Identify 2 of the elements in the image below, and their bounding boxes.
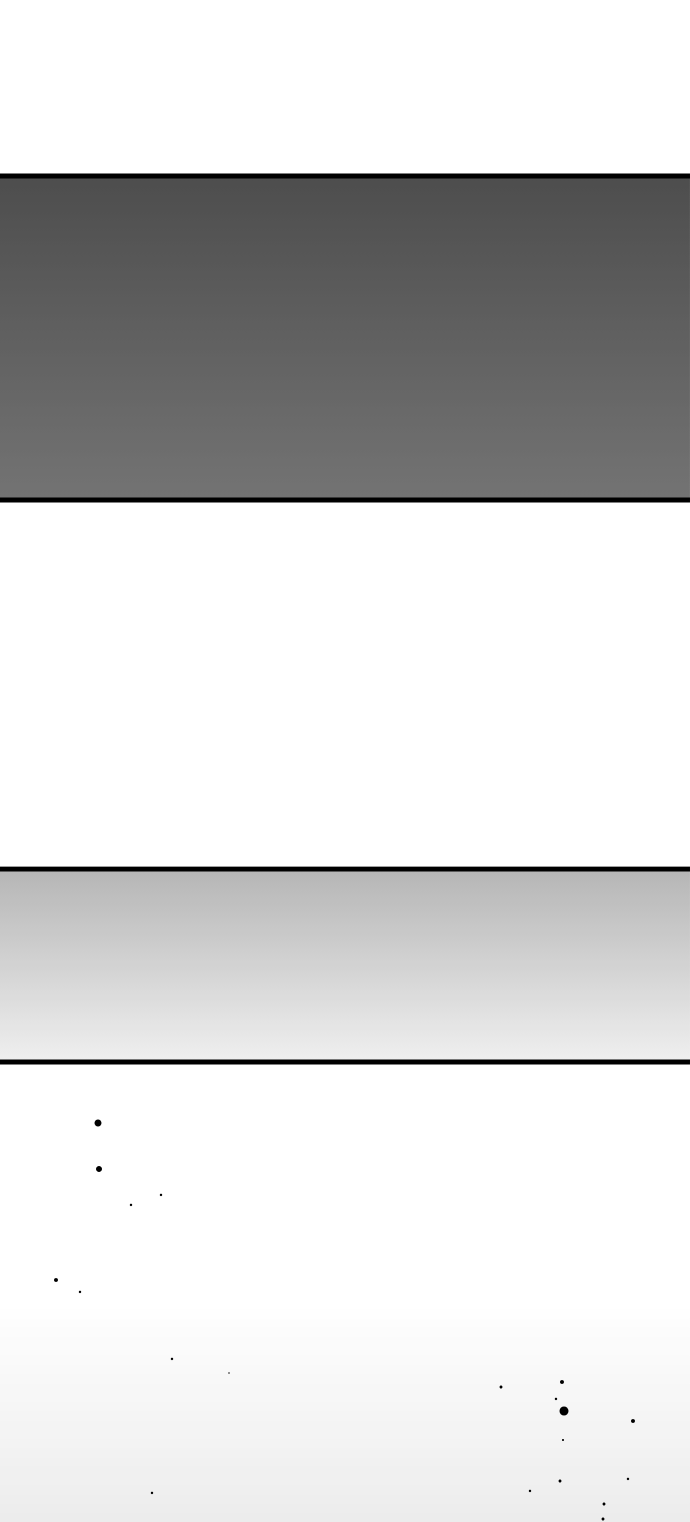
- panel-band: [0, 173, 690, 503]
- panel-band: [0, 866, 690, 1065]
